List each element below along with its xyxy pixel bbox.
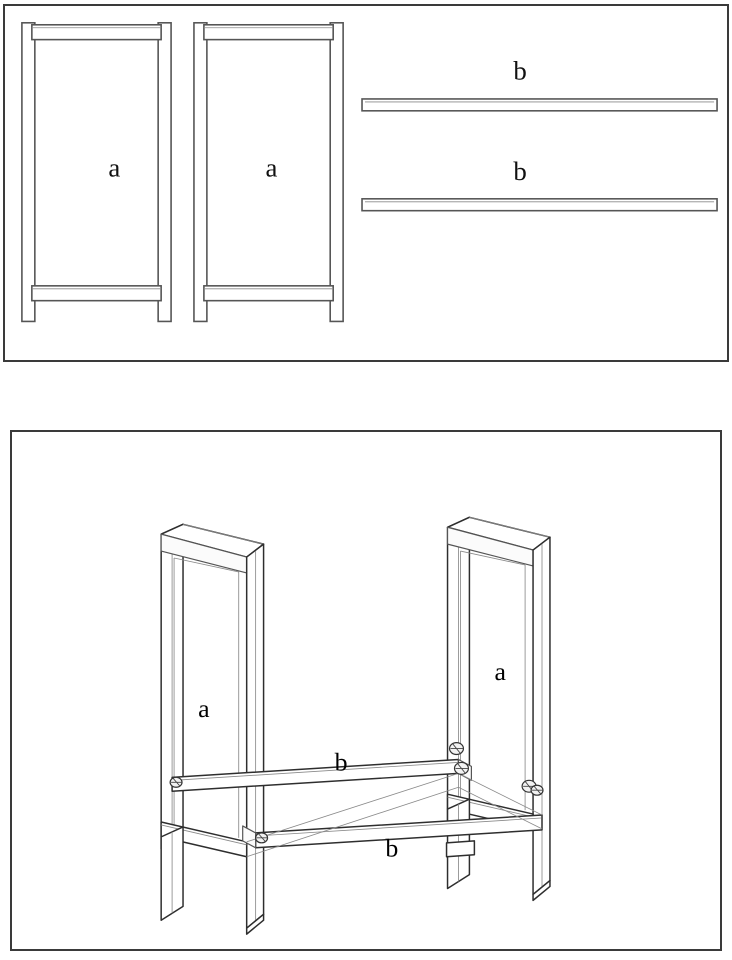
left-frame-front-foot-cap	[245, 913, 265, 935]
side-frame-a-right: a	[193, 22, 344, 323]
left-frame-inner-top	[173, 557, 239, 573]
left-frame-front-leg	[245, 543, 265, 929]
rail-upper-bar	[361, 98, 718, 112]
frame-right-rail-bottom	[203, 285, 334, 302]
floor-diagonal-back-2	[246, 786, 459, 858]
assembly-rail-b-upper: b	[171, 747, 473, 792]
right-frame-front-foot-cap	[532, 879, 551, 902]
frame-right-leg-right	[329, 22, 344, 323]
bolt-thread-left-lower	[256, 833, 268, 843]
frame-left-rail-top	[31, 23, 162, 41]
frame-left-rail-bottom	[31, 285, 162, 302]
assembly-floor-members	[246, 772, 543, 858]
rail-b-lower-hairline	[257, 817, 542, 837]
rail-b-upper-hairline	[174, 762, 458, 781]
bolt-icon-right-upper-front	[453, 761, 470, 775]
floor-diagonal-back	[246, 772, 459, 843]
rail-b-upper: b	[361, 55, 718, 112]
rail-b-upper-bar	[171, 758, 460, 792]
frame-right-leg-left	[193, 22, 208, 323]
frame-right-rail-top	[203, 23, 334, 41]
bolt-thread-left-upper	[171, 778, 183, 787]
rail-b-lower: b	[361, 156, 718, 212]
centre-foot-block	[445, 840, 476, 858]
side-frame-a-left: a	[21, 22, 172, 323]
bolt-icon-right-rail-inner	[530, 784, 544, 796]
parts-overview-svg: a a b b	[21, 22, 718, 323]
bolt-icon-left-lower	[255, 832, 269, 844]
frame-left-leg-right	[157, 22, 172, 323]
assembly-label-a-left: a	[198, 694, 210, 723]
assembly-perspective-svg: a	[160, 516, 551, 935]
rail-b-lower-end-cap	[242, 825, 257, 849]
left-frame-top-rail-edge	[182, 523, 264, 545]
rail-b-lower-bar	[254, 814, 543, 849]
rail-upper-label: b	[513, 55, 526, 85]
frame-right-label: a	[266, 152, 278, 182]
frame-left-label: a	[108, 152, 120, 182]
rail-lower-label: b	[513, 156, 526, 186]
assembly-perspective-panel: a	[10, 430, 722, 951]
assembly-rail-b-lower: b	[242, 814, 543, 863]
floor-diagonal-right	[458, 772, 543, 816]
left-frame-bottom-rail-hairline	[161, 824, 247, 846]
assembly-label-b-upper: b	[335, 747, 348, 776]
assembly-fasteners	[169, 742, 544, 844]
bolt-thread-right-upper-front	[455, 763, 469, 774]
right-frame-top-rail-edge	[469, 516, 551, 538]
frame-left-leg-left	[21, 22, 36, 323]
parts-overview-panel: a a b b	[3, 4, 729, 362]
bolt-thread-right-upper-back	[450, 743, 464, 754]
floor-diagonal-right-2	[458, 786, 543, 830]
right-frame-inner-top	[460, 550, 526, 566]
bolt-thread-right-rail-inner	[532, 785, 543, 795]
rail-lower-bar	[361, 198, 718, 212]
right-frame-front-leg	[532, 536, 551, 896]
bolt-icon-left-upper	[169, 776, 183, 788]
right-frame-bottom-rail-hairline	[447, 796, 534, 818]
assembly-label-a-right: a	[495, 657, 507, 686]
bolt-icon-right-upper-back	[448, 742, 465, 756]
assembly-label-b-lower: b	[385, 834, 398, 863]
assembly-left-frame: a	[160, 523, 265, 935]
